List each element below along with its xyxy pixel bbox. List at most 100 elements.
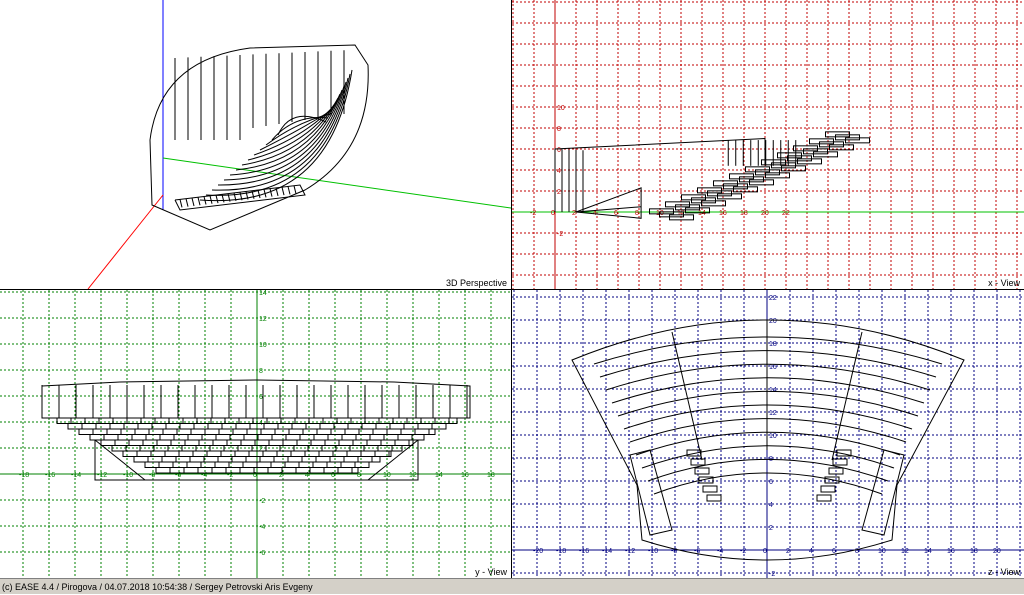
seat-row-arc bbox=[635, 431, 901, 456]
seat-row-arc bbox=[223, 85, 345, 181]
tick-label: 12 bbox=[901, 548, 909, 555]
wall-band bbox=[41, 379, 471, 419]
viewport-label: 3D Perspective bbox=[445, 278, 507, 288]
seat-row-arc bbox=[641, 445, 895, 469]
tick-label: 8 bbox=[259, 368, 263, 375]
tick-label: 10 bbox=[878, 548, 886, 555]
tick-label: 20 bbox=[769, 318, 777, 325]
tick-label: 8 bbox=[855, 548, 859, 555]
tick-label: 0 bbox=[763, 548, 767, 555]
seat-block bbox=[706, 494, 722, 502]
stage-step bbox=[221, 194, 225, 203]
seat-row-arc bbox=[217, 81, 347, 186]
seat-block bbox=[828, 467, 844, 475]
seat-row bbox=[685, 207, 710, 214]
seat-row-arc bbox=[235, 93, 341, 171]
stage-step bbox=[257, 189, 261, 199]
tick-label: -4 bbox=[201, 472, 207, 479]
seat-row-arc bbox=[611, 377, 925, 404]
tick-label: 20 bbox=[993, 548, 1001, 555]
tick-label: 12 bbox=[259, 316, 267, 323]
stage-step bbox=[293, 185, 297, 194]
stage-step bbox=[179, 199, 183, 208]
tick-label: 10 bbox=[259, 342, 267, 349]
stage-edge bbox=[575, 206, 642, 213]
tick-label: 4 bbox=[769, 502, 773, 509]
stage-step bbox=[233, 192, 237, 202]
tick-label: 2 bbox=[786, 548, 790, 555]
tick-label: 12 bbox=[677, 210, 685, 217]
tick-label: 4 bbox=[557, 168, 561, 175]
tick-label: 18 bbox=[970, 548, 978, 555]
seat-row-arc bbox=[271, 116, 329, 141]
tick-label: 2 bbox=[557, 189, 561, 196]
tick-label: 18 bbox=[487, 472, 495, 479]
aisle-line bbox=[831, 331, 863, 461]
tick-label: 0 bbox=[253, 472, 257, 479]
tick-label: 6 bbox=[259, 394, 263, 401]
tick-label: 16 bbox=[461, 472, 469, 479]
horizontal-splitter[interactable] bbox=[0, 289, 1024, 290]
tick-label: -4 bbox=[717, 548, 723, 555]
stage-step bbox=[275, 187, 279, 197]
seat-row bbox=[797, 158, 822, 165]
perspective-canvas[interactable] bbox=[0, 0, 511, 289]
tick-label: 18 bbox=[769, 341, 777, 348]
tick-label: -8 bbox=[149, 472, 155, 479]
seat-block bbox=[820, 485, 836, 493]
stage-step bbox=[209, 195, 213, 204]
axis-x-line bbox=[87, 194, 164, 289]
tick-label: 12 bbox=[769, 410, 777, 417]
viewport-3d-perspective[interactable]: 3D Perspective bbox=[0, 0, 511, 289]
tick-label: -12 bbox=[97, 472, 107, 479]
seat-block bbox=[702, 485, 718, 493]
tick-label: -8 bbox=[671, 548, 677, 555]
stage-step bbox=[215, 194, 219, 204]
seat-block bbox=[694, 467, 710, 475]
side-box-right bbox=[861, 449, 905, 536]
seat-row bbox=[845, 137, 870, 144]
tick-label: 2 bbox=[769, 525, 773, 532]
stage-step bbox=[239, 192, 243, 201]
seat-row bbox=[749, 179, 774, 186]
seat-row-arc bbox=[599, 350, 937, 378]
tick-label: -2 bbox=[769, 571, 775, 578]
tick-label: -10 bbox=[123, 472, 133, 479]
side-box-left bbox=[629, 449, 673, 536]
tick-label: 8 bbox=[635, 210, 639, 217]
tick-label: 20 bbox=[761, 210, 769, 217]
tick-label: -2 bbox=[530, 210, 536, 217]
tick-label: 6 bbox=[557, 147, 561, 154]
tick-label: -14 bbox=[602, 548, 612, 555]
tick-label: 16 bbox=[947, 548, 955, 555]
tick-label: 10 bbox=[383, 472, 391, 479]
viewport-label: x - View bbox=[988, 278, 1020, 288]
tick-label: 6 bbox=[331, 472, 335, 479]
seat-row-arc bbox=[259, 109, 333, 151]
seat-row-arc bbox=[277, 115, 327, 136]
stage-step bbox=[251, 190, 255, 199]
seat-row-arc bbox=[623, 404, 913, 430]
tick-label: 2 bbox=[259, 446, 263, 453]
seat-row bbox=[829, 144, 854, 151]
seat-row bbox=[813, 151, 838, 158]
tick-label: -16 bbox=[579, 548, 589, 555]
hall-shell bbox=[149, 44, 369, 231]
tick-label: -2 bbox=[227, 472, 233, 479]
status-bar: (c) EASE 4.4 / Pirogova / 04.07.2018 10:… bbox=[0, 578, 1024, 594]
tick-label: -16 bbox=[45, 472, 55, 479]
stage-step bbox=[227, 193, 231, 202]
tick-label: 14 bbox=[924, 548, 932, 555]
tick-label: 4 bbox=[305, 472, 309, 479]
tick-label: 8 bbox=[357, 472, 361, 479]
stage-step bbox=[281, 187, 285, 196]
tick-label: 22 bbox=[782, 210, 790, 217]
seat-row-arc bbox=[199, 69, 353, 202]
tick-label: 14 bbox=[435, 472, 443, 479]
